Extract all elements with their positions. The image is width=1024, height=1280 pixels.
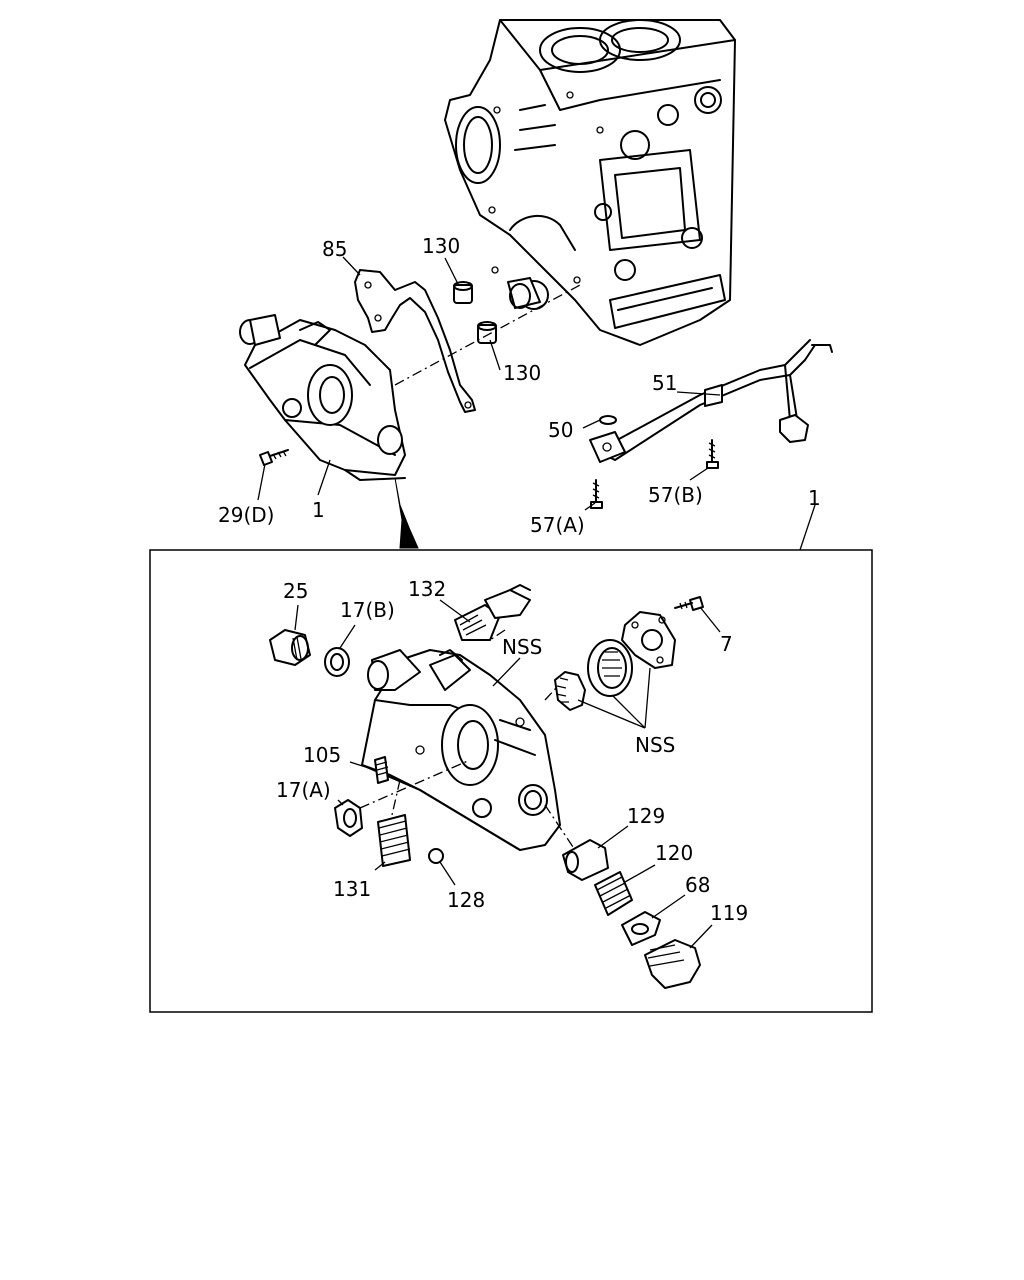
- relief-spring-131: [377, 814, 411, 867]
- ball-128: [428, 848, 444, 864]
- label-1-inset: 1: [808, 486, 821, 510]
- washer-68: [621, 911, 661, 946]
- label-50: 50: [548, 418, 573, 442]
- label-85: 85: [322, 237, 347, 261]
- label-119: 119: [710, 901, 748, 925]
- label-57a: 57(A): [530, 513, 585, 537]
- spring-105: [374, 756, 389, 784]
- plunger-129: [562, 839, 609, 881]
- callout-arrow: [394, 477, 419, 549]
- label-130-top: 130: [422, 234, 460, 258]
- engine-block: [444, 19, 736, 346]
- label-57b: 57(B): [648, 483, 703, 507]
- gasket-85: [354, 269, 476, 413]
- alignment-line-relief: [544, 804, 576, 851]
- inner-rotor-gear: [554, 671, 586, 711]
- label-nss-top: NSS: [502, 635, 542, 659]
- label-29d: 29(D): [218, 503, 274, 527]
- label-1-top: 1: [312, 498, 325, 522]
- label-130-bottom: 130: [503, 361, 541, 385]
- pump-cover-plate: [621, 611, 676, 669]
- outer-rotor: [587, 639, 633, 697]
- bolt-29d: [259, 449, 289, 466]
- alignment-line-17a: [359, 759, 471, 809]
- oil-pump-body-detail: [361, 649, 561, 851]
- label-68: 68: [685, 873, 710, 897]
- leader-1b: [799, 504, 816, 551]
- bolts-57: [590, 439, 719, 509]
- spring-120: [594, 871, 633, 916]
- oil-strainer-51: [589, 339, 833, 463]
- sensor-132: [454, 584, 531, 641]
- plug-25: [269, 629, 311, 666]
- seal-ring-17b: [324, 647, 350, 677]
- part-labels: 85 130 130 51 50 57(B) 57(A) 29(D) 1 1 2…: [218, 234, 821, 925]
- alignment-line-top: [394, 284, 581, 386]
- label-17b: 17(B): [340, 598, 395, 622]
- plug-119: [644, 939, 701, 989]
- label-25: 25: [283, 579, 308, 603]
- detail-inset-frame: [149, 549, 873, 1013]
- bushings-130: [453, 281, 497, 344]
- label-120: 120: [655, 841, 693, 865]
- label-7: 7: [720, 632, 733, 656]
- oil-pump-assembly-top: [239, 314, 406, 481]
- label-131: 131: [333, 877, 371, 901]
- leader-lines: [257, 256, 721, 949]
- label-51: 51: [652, 371, 677, 395]
- label-129: 129: [627, 804, 665, 828]
- alignment-line-spring: [391, 779, 401, 816]
- alignment-line-sensor: [489, 629, 506, 641]
- alignment-line-rotor: [544, 687, 557, 701]
- seal-ring-17a: [334, 799, 363, 837]
- label-17a: 17(A): [276, 778, 331, 802]
- screw-7: [674, 596, 704, 611]
- label-nss-bottom: NSS: [635, 733, 675, 757]
- label-105: 105: [303, 743, 341, 767]
- label-128: 128: [447, 888, 485, 912]
- label-132: 132: [408, 577, 446, 601]
